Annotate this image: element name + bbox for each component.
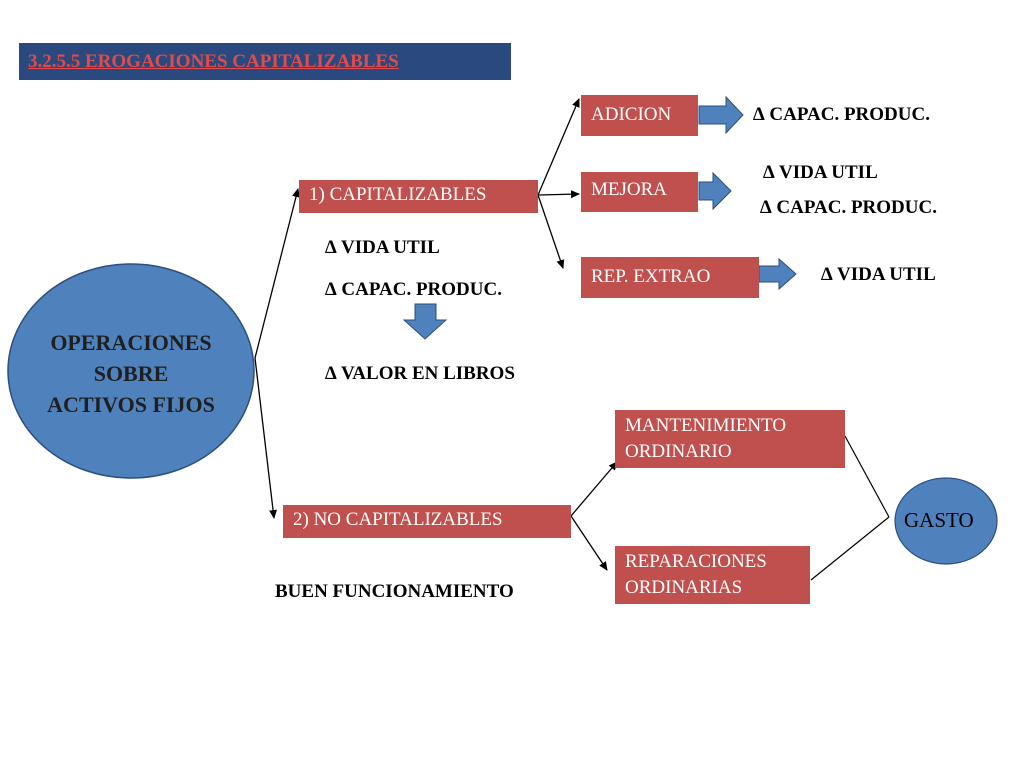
- no-capitalizables-box: 2) NO CAPITALIZABLES: [283, 505, 571, 538]
- mejora-box: MEJORA: [581, 172, 698, 212]
- capitalizables-effect-vida-util: ∆ VIDA UTIL: [325, 237, 440, 258]
- root-label: OPERACIONES SOBRE ACTIVOS FIJOS: [21, 327, 241, 420]
- rep-extrao-effect-vida-util: ∆ VIDA UTIL: [821, 264, 936, 285]
- page-title: 3.2.5.5 EROGACIONES CAPITALIZABLES: [28, 51, 399, 72]
- reparaciones-line1: REPARACIONES: [625, 551, 767, 572]
- capitalizables-box: 1) CAPITALIZABLES: [299, 180, 538, 213]
- mantenimiento-ordinario-box: MANTENIMIENTO ORDINARIO: [615, 410, 845, 468]
- mejora-effect-vida-util: ∆ VIDA UTIL: [763, 162, 878, 183]
- connector-mantenimiento-gasto: [844, 435, 890, 518]
- adicion-box: ADICION: [581, 95, 698, 136]
- title-bar: 3.2.5.5 EROGACIONES CAPITALIZABLES: [19, 43, 511, 80]
- connector-nocap-reparaciones: [570, 515, 608, 571]
- connector-capitalizables-mejora: [537, 190, 580, 199]
- root-label-line2: SOBRE: [93, 361, 169, 386]
- buen-funcionamiento-label: BUEN FUNCIONAMIENTO: [275, 581, 514, 602]
- adicion-effect-capac-produc: ∆ CAPAC. PRODUC.: [753, 104, 930, 125]
- root-ellipse: [7, 263, 255, 479]
- connector-capitalizables-adicion: [537, 98, 580, 196]
- capitalizables-result-valor-libros: ∆ VALOR EN LIBROS: [325, 363, 515, 384]
- connector-capitalizables-rep-extrao: [537, 194, 565, 269]
- connector-root-no-capitalizables: [254, 357, 278, 519]
- connector-nocap-mantenimiento: [570, 461, 618, 517]
- block-arrow-mejora: [698, 171, 732, 211]
- root-label-line3: ACTIVOS FIJOS: [47, 392, 215, 417]
- gasto-ellipse: [894, 477, 998, 565]
- gasto-label: GASTO: [904, 508, 974, 532]
- rep-extrao-box: REP. EXTRAO: [581, 257, 759, 298]
- connector-reparaciones-gasto: [810, 516, 890, 581]
- block-arrow-down-valor: [402, 303, 448, 340]
- reparaciones-ordinarias-box: REPARACIONES ORDINARIAS: [615, 546, 810, 604]
- mantenimiento-line1: MANTENIMIENTO: [625, 415, 787, 436]
- connector-root-capitalizables: [254, 188, 300, 359]
- mantenimiento-line2: ORDINARIO: [625, 441, 732, 462]
- mejora-effect-capac-produc: ∆ CAPAC. PRODUC.: [760, 197, 937, 218]
- reparaciones-line2: ORDINARIAS: [625, 577, 743, 598]
- root-label-line1: OPERACIONES: [50, 330, 212, 355]
- block-arrow-rep-extrao: [758, 257, 797, 291]
- block-arrow-adicion: [698, 95, 744, 135]
- capitalizables-effect-capac-produc: ∆ CAPAC. PRODUC.: [325, 279, 502, 300]
